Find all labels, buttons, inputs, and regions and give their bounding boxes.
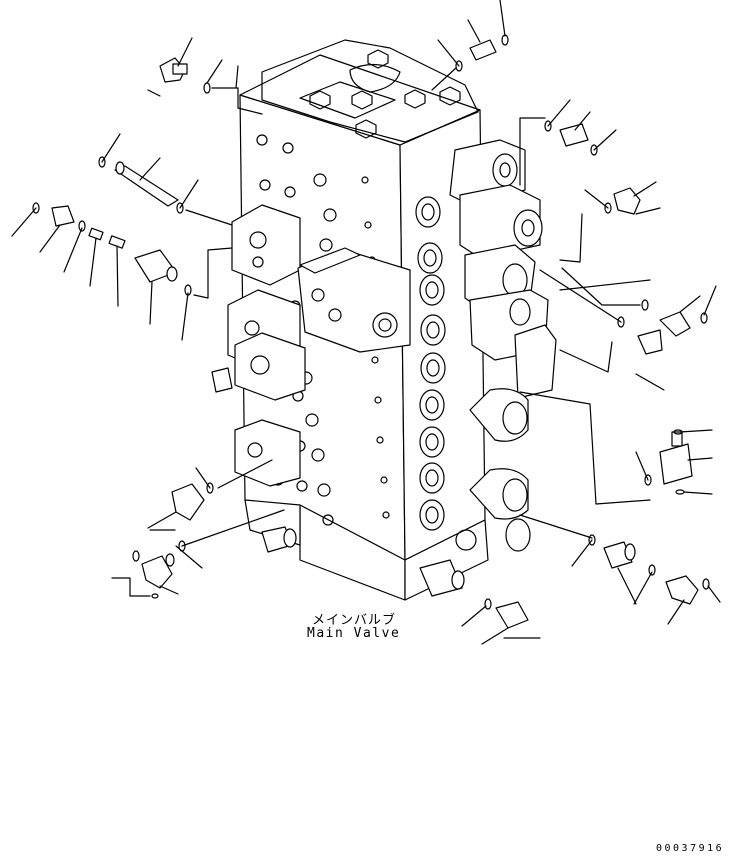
caption-english: Main Valve (307, 626, 401, 641)
bolt-left (98, 133, 233, 226)
bottom-center-fittings (419, 559, 541, 645)
lower-right-fittings (519, 514, 721, 625)
right-elbow-upper (539, 181, 661, 328)
pilot-actuators-right (449, 139, 557, 552)
drawing-number: 00037916 (656, 843, 725, 854)
left-fitting-set (11, 202, 233, 341)
right-elbow-mid (559, 285, 717, 391)
right-top-fittings (431, 0, 617, 186)
elbow-fitting-top-left (147, 37, 193, 97)
left-lower-fittings (111, 459, 285, 599)
left-end-blocks (211, 204, 306, 487)
valve-body-top-face (239, 54, 481, 146)
bottom-left-fitting (261, 526, 297, 553)
center-block-with-port (297, 247, 411, 353)
o-ring-1 (203, 59, 223, 94)
caption-japanese: メインバルブ (312, 613, 397, 628)
spool-caps-right (415, 196, 446, 531)
leader-lines (211, 65, 263, 115)
top-cover-plate (261, 39, 479, 143)
right-tee-fitting (519, 391, 713, 505)
